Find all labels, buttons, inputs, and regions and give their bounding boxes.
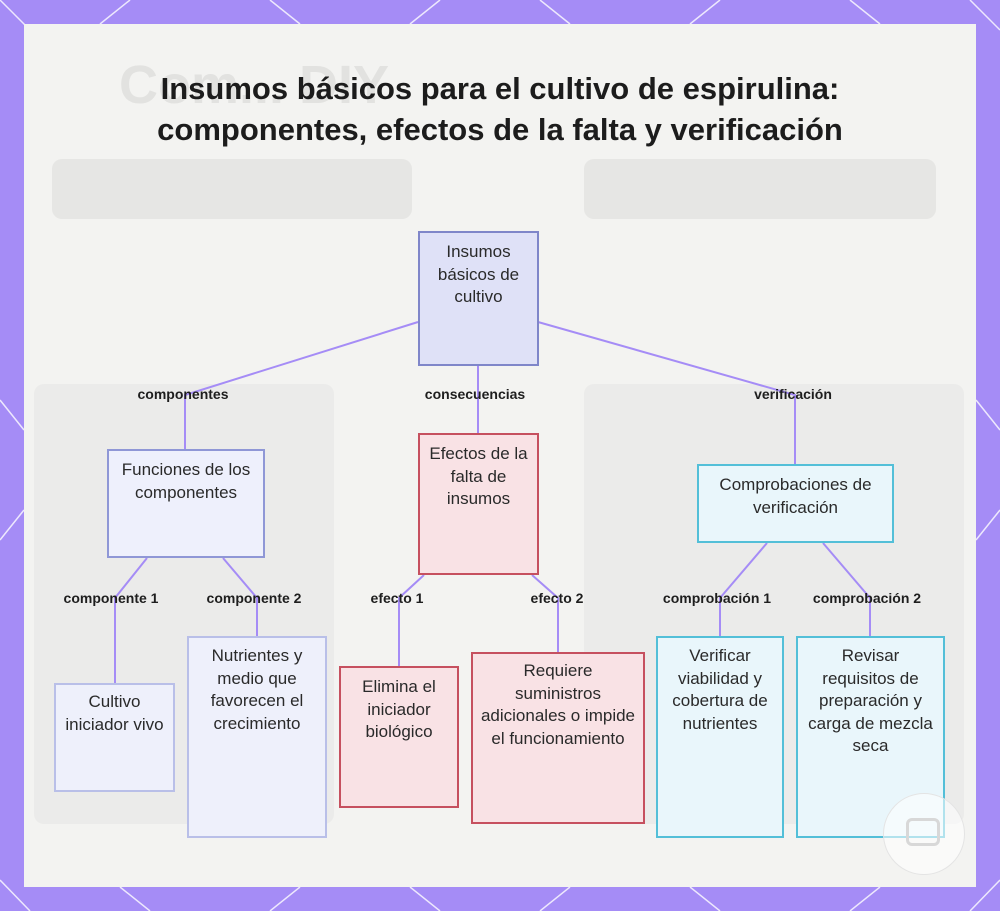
edge-components-comp1 bbox=[114, 557, 148, 683]
edge-label-comprobacion1: comprobación 1 bbox=[662, 590, 772, 606]
node-comp1: Cultivo iniciador vivo bbox=[54, 683, 175, 792]
diagram-title: Insumos básicos para el cultivo de espir… bbox=[157, 71, 843, 147]
edge-label-verificacion: verificación bbox=[754, 386, 832, 402]
edge-verification-ver2 bbox=[822, 542, 871, 636]
edge-components-comp2 bbox=[222, 557, 258, 636]
node-verification-label: Comprobaciones de verificación bbox=[719, 475, 872, 517]
node-ver1-label: Verificar viabilidad y cobertura de nutr… bbox=[672, 646, 768, 733]
node-effects-label: Efectos de la falta de insumos bbox=[429, 444, 528, 508]
node-eff1-label: Elimina el iniciador biológico bbox=[362, 677, 436, 741]
node-comp1-label: Cultivo iniciador vivo bbox=[65, 692, 164, 734]
watermark-button-right bbox=[584, 159, 936, 219]
watermark-heading: Com... DIY bbox=[119, 55, 390, 115]
edge-verification-ver1 bbox=[719, 542, 768, 636]
edge-label-componente1: componente 1 bbox=[63, 590, 159, 606]
edge-effects-eff2 bbox=[531, 574, 559, 652]
chat-button[interactable] bbox=[883, 793, 965, 875]
chat-bubble-icon bbox=[906, 818, 940, 846]
edge-root-verification bbox=[537, 321, 796, 464]
edge-label-consecuencias: consecuencias bbox=[424, 386, 526, 402]
node-root: Insumos básicos de cultivo bbox=[418, 231, 539, 366]
node-ver1: Verificar viabilidad y cobertura de nutr… bbox=[656, 636, 784, 838]
node-components: Funciones de los componentes bbox=[107, 449, 265, 558]
node-ver2-label: Revisar requisitos de preparación y carg… bbox=[808, 646, 933, 755]
node-comp2: Nutrientes y medio que favorecen el crec… bbox=[187, 636, 327, 838]
edge-label-comprobacion2: comprobación 2 bbox=[812, 590, 922, 606]
node-eff1: Elimina el iniciador biológico bbox=[339, 666, 459, 808]
node-eff2: Requiere suministros adicionales o impid… bbox=[471, 652, 645, 824]
node-eff2-label: Requiere suministros adicionales o impid… bbox=[480, 661, 636, 748]
node-ver2: Revisar requisitos de preparación y carg… bbox=[796, 636, 945, 838]
node-effects: Efectos de la falta de insumos bbox=[418, 433, 539, 575]
edge-label-componente2: componente 2 bbox=[206, 590, 302, 606]
edge-label-efecto2: efecto 2 bbox=[530, 590, 584, 606]
node-comp2-label: Nutrientes y medio que favorecen el crec… bbox=[210, 646, 304, 733]
edge-effects-eff1 bbox=[398, 574, 425, 666]
watermark-button-left bbox=[52, 159, 412, 219]
edge-root-components bbox=[184, 321, 419, 449]
edge-label-efecto1: efecto 1 bbox=[370, 590, 424, 606]
node-root-label: Insumos básicos de cultivo bbox=[437, 242, 520, 306]
edge-label-componentes: componentes bbox=[137, 386, 229, 402]
node-components-label: Funciones de los componentes bbox=[121, 460, 251, 502]
node-verification: Comprobaciones de verificación bbox=[697, 464, 894, 543]
